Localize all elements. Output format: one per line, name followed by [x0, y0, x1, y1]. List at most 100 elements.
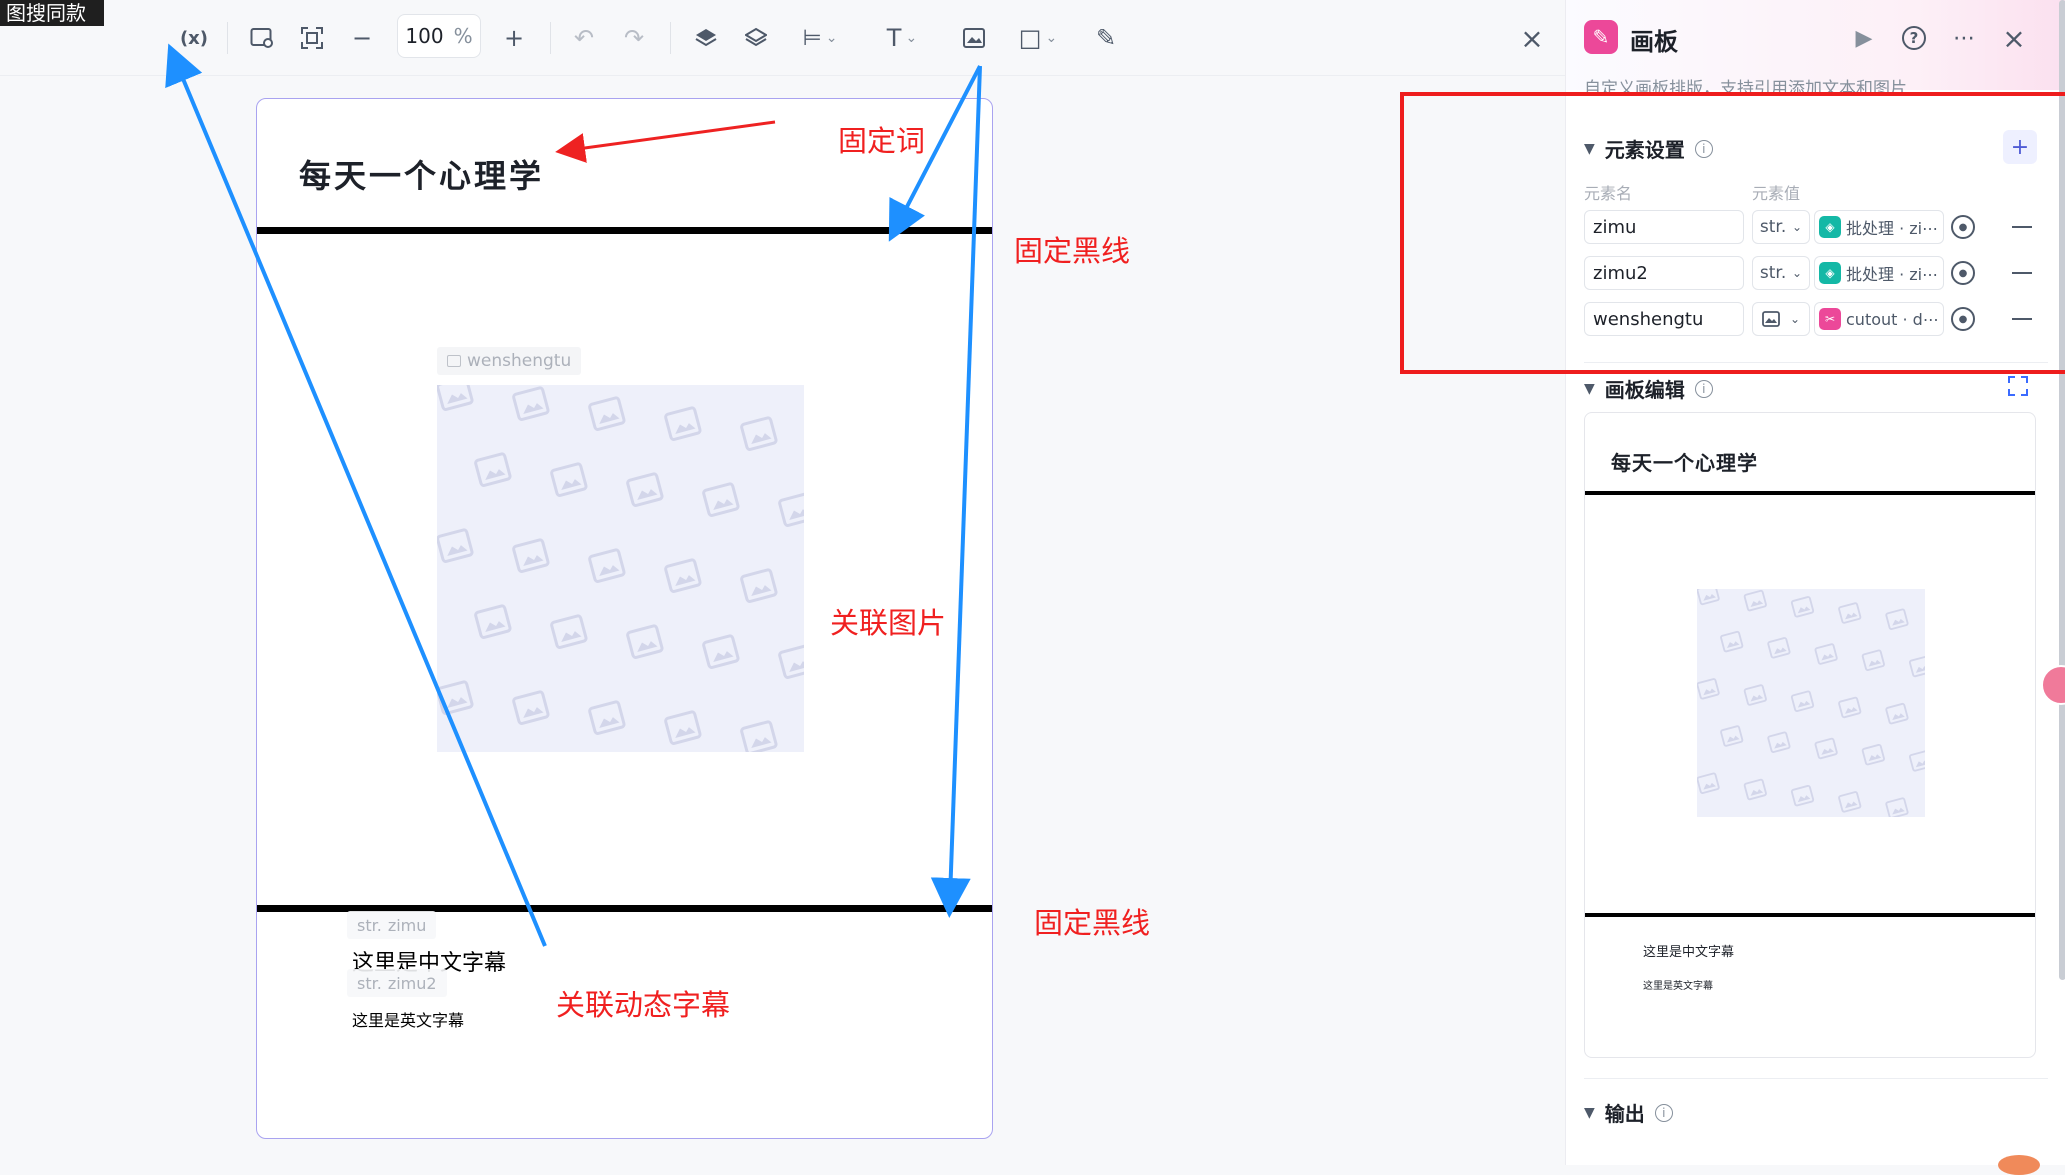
- text-tool-icon: T: [887, 24, 902, 52]
- zoom-value: 100: [405, 24, 443, 48]
- placeholder-image-icon: [1768, 732, 1790, 752]
- placeholder-image-icon: [1862, 650, 1884, 670]
- text-tool-dropdown[interactable]: T⌄: [872, 16, 932, 60]
- close-panel-icon[interactable]: ×: [1996, 20, 2032, 56]
- zimu-element-tag: str. zimu: [347, 911, 436, 939]
- placeholder-image-icon: [741, 417, 777, 450]
- chevron-down-icon: ▼: [1584, 381, 1595, 397]
- variable-button[interactable]: (x): [172, 16, 216, 60]
- zoom-in-button[interactable]: +: [492, 16, 536, 60]
- placeholder-pattern: [1697, 589, 1925, 817]
- rectangle-icon: □: [1019, 24, 1042, 52]
- align-icon: ⊨: [803, 26, 822, 51]
- placeholder-image-icon: [665, 407, 701, 440]
- placeholder-image-icon: [437, 681, 473, 714]
- tag-label: zimu: [388, 916, 427, 935]
- placeholder-image-icon: [1839, 792, 1861, 812]
- placeholder-image-icon: [741, 569, 777, 602]
- canvas-editor: (x) − 100% + ↶ ↷ ⊨⌄ T⌄ □⌄ ✎ × 每天一个心理学 we: [0, 0, 1565, 1165]
- annotation-linked-image: 关联图片: [830, 600, 946, 642]
- toolbar-divider: [550, 22, 551, 54]
- frame-settings-icon[interactable]: [240, 16, 284, 60]
- placeholder-image-icon: [1791, 597, 1813, 617]
- chevron-down-icon: ⌄: [905, 30, 917, 46]
- toolbar-divider: [670, 22, 671, 54]
- placeholder-image-icon: [437, 529, 473, 562]
- placeholder-image-icon: [627, 625, 663, 658]
- placeholder-image-icon: [665, 559, 701, 592]
- subtitle-english[interactable]: 这里是英文字幕: [352, 1007, 464, 1031]
- image-tool-icon[interactable]: [952, 16, 996, 60]
- top-black-line[interactable]: [257, 227, 993, 234]
- pen-tool-icon[interactable]: ✎: [1084, 16, 1128, 60]
- placeholder-image-icon: [703, 483, 739, 516]
- placeholder-pattern: [437, 385, 804, 752]
- preview-subtitle-english: 这里是英文字幕: [1643, 977, 1713, 992]
- annotation-fixed-line-bottom: 固定黑线: [1034, 900, 1150, 942]
- placeholder-image-icon: [1815, 644, 1837, 664]
- placeholder-image-icon: [475, 453, 511, 486]
- image-element-tag: wenshengtu: [437, 347, 581, 375]
- placeholder-image-icon: [665, 711, 701, 744]
- placeholder-image-icon: [1886, 703, 1908, 723]
- preview-bottom-line: [1585, 913, 2036, 917]
- preview-title: 每天一个心理学: [1611, 447, 1758, 476]
- image-icon: [447, 355, 461, 367]
- placeholder-image-icon: [741, 721, 777, 752]
- placeholder-image-icon: [589, 701, 625, 734]
- fit-screen-icon[interactable]: [290, 16, 334, 60]
- artboard-preview[interactable]: 每天一个心理学 这里是中文字幕 这里是英文字幕: [1584, 412, 2036, 1058]
- placeholder-image-icon: [1697, 679, 1719, 699]
- play-icon[interactable]: ▶: [1846, 20, 1882, 56]
- placeholder-image-icon: [627, 473, 663, 506]
- placeholder-image-icon: [1909, 751, 1925, 771]
- section-title: 画板编辑: [1605, 374, 1685, 403]
- artboard-title[interactable]: 每天一个心理学: [299, 151, 544, 197]
- placeholder-image-icon: [513, 387, 549, 420]
- undo-icon[interactable]: ↶: [562, 16, 606, 60]
- section-title: 输出: [1605, 1098, 1645, 1127]
- placeholder-image-icon: [551, 615, 587, 648]
- placeholder-image-icon: [1744, 779, 1766, 799]
- zoom-input[interactable]: 100%: [397, 14, 481, 58]
- close-editor-icon[interactable]: ×: [1510, 16, 1554, 60]
- shape-tool-dropdown[interactable]: □⌄: [1008, 16, 1068, 60]
- align-dropdown[interactable]: ⊨⌄: [790, 16, 850, 60]
- chevron-down-icon: ▼: [1584, 1105, 1595, 1121]
- placeholder-image-icon: [1839, 697, 1861, 717]
- more-icon[interactable]: ⋯: [1946, 20, 1982, 56]
- info-icon[interactable]: i: [1655, 1104, 1673, 1122]
- canvas-edit-header[interactable]: ▼ 画板编辑 i: [1584, 374, 1713, 403]
- placeholder-image-icon: [1862, 744, 1884, 764]
- placeholder-image-icon: [779, 645, 804, 678]
- preview-subtitle-chinese: 这里是中文字幕: [1643, 941, 1734, 960]
- editor-toolbar: (x) − 100% + ↶ ↷ ⊨⌄ T⌄ □⌄ ✎ ×: [0, 0, 1565, 76]
- help-icon[interactable]: ?: [1896, 20, 1932, 56]
- tag-type: str.: [357, 916, 382, 935]
- placeholder-image-icon: [551, 463, 587, 496]
- placeholder-image-icon: [1744, 685, 1766, 705]
- placeholder-image-icon: [589, 397, 625, 430]
- placeholder-image-icon: [1721, 726, 1743, 746]
- preview-top-line: [1585, 491, 2036, 495]
- info-icon[interactable]: i: [1695, 380, 1713, 398]
- assistant-avatar[interactable]: [2041, 665, 2065, 705]
- output-header[interactable]: ▼ 输出 i: [1584, 1098, 1673, 1127]
- zoom-out-button[interactable]: −: [340, 16, 384, 60]
- expand-icon[interactable]: [2008, 376, 2030, 398]
- annotation-fixed-line-top: 固定黑线: [1014, 228, 1130, 270]
- chevron-down-icon: ⌄: [826, 30, 838, 46]
- layer-icon[interactable]: [734, 16, 778, 60]
- section-divider: [1584, 1078, 2048, 1079]
- bring-forward-icon[interactable]: [684, 16, 728, 60]
- placeholder-image-icon: [513, 539, 549, 572]
- floating-button[interactable]: [1998, 1155, 2040, 1175]
- placeholder-image-icon: [1721, 631, 1743, 651]
- annotation-linked-subtitle: 关联动态字幕: [556, 982, 730, 1024]
- image-placeholder[interactable]: [437, 385, 804, 752]
- placeholder-image-icon: [1697, 589, 1719, 605]
- zimu2-element-tag: str.zimu2: [347, 969, 447, 997]
- redo-icon[interactable]: ↷: [612, 16, 656, 60]
- artboard-icon: ✎: [1584, 20, 1618, 54]
- placeholder-image-icon: [703, 635, 739, 668]
